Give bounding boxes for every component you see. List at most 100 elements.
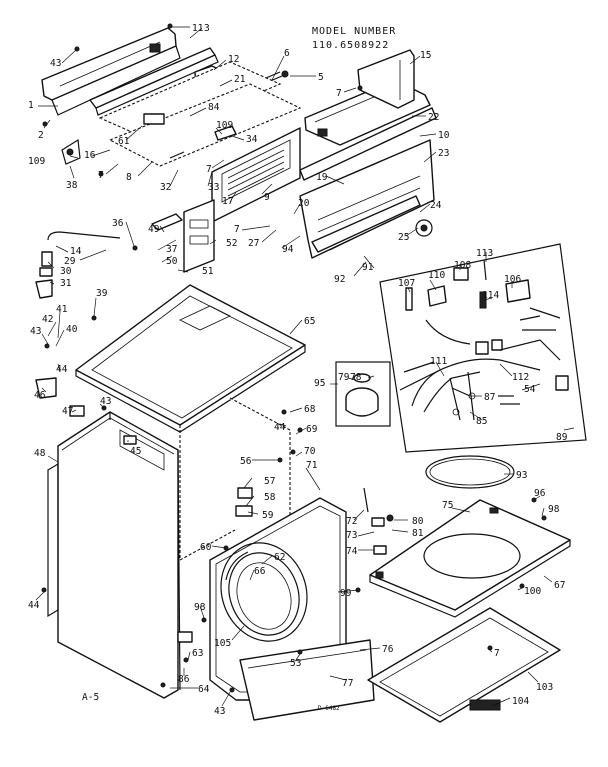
callout-label: 38 xyxy=(66,180,78,191)
callout-label: 85 xyxy=(476,416,487,427)
callout-label: 24 xyxy=(430,200,442,211)
page-code: A-5 xyxy=(82,692,99,703)
callout-label: 69 xyxy=(306,424,318,435)
water-level-switch xyxy=(214,125,237,141)
callout-label: 77 xyxy=(342,678,353,689)
cabinet-top xyxy=(75,284,306,433)
cabinet-left-panel xyxy=(47,462,59,618)
callout-label: 70 xyxy=(304,446,316,457)
callout-label: 57 xyxy=(264,476,275,487)
callout-label: 49 xyxy=(148,224,160,235)
callout-label: 63 xyxy=(192,648,203,659)
callout-label: 105 xyxy=(214,638,231,649)
callout-label: 86 xyxy=(178,674,190,685)
door-hinge-parts xyxy=(35,377,394,643)
callout-label: 48 xyxy=(34,448,46,459)
callout-label: 94 xyxy=(282,244,294,255)
callout-label: 11 xyxy=(192,23,204,34)
callout-label: 14 xyxy=(70,246,82,257)
callout-label: 100 xyxy=(524,586,541,597)
callout-label: 75 xyxy=(442,500,453,511)
model-number-title: MODEL NUMBER xyxy=(312,26,396,37)
console-rear-panel xyxy=(89,47,219,116)
callout-label: 84 xyxy=(208,102,220,113)
callout-label: 58 xyxy=(264,492,276,503)
callout-label: 7 xyxy=(206,164,212,175)
callout-label: 61 xyxy=(118,136,130,147)
callout-label: 52 xyxy=(226,238,237,249)
callout-label: 3 xyxy=(204,23,210,34)
callout-label: 30 xyxy=(60,266,72,277)
callout-label: 45 xyxy=(130,446,141,457)
callout-label: 41 xyxy=(56,304,68,315)
callout-label: 81 xyxy=(412,528,424,539)
callout-label: 98 xyxy=(548,504,560,515)
callout-label: 67 xyxy=(554,580,565,591)
callout-label: 21 xyxy=(234,74,246,85)
callout-label: 96 xyxy=(534,488,546,499)
callout-label: 79 xyxy=(338,372,350,383)
callout-label: 73 xyxy=(346,530,357,541)
callout-label: 43 xyxy=(30,326,41,337)
callout-label: 23 xyxy=(438,148,449,159)
callout-label: 7 xyxy=(98,170,104,181)
callout-label: 39 xyxy=(96,288,108,299)
callout-label: 7 xyxy=(234,224,240,235)
callout-label: 17 xyxy=(222,196,233,207)
callout-label: 22 xyxy=(428,112,439,123)
callout-label: 32 xyxy=(160,182,171,193)
callout-label: 87 xyxy=(484,392,495,403)
callout-label: 43 xyxy=(100,396,111,407)
callout-label: 5 xyxy=(318,72,324,83)
model-number-value: 110.6508922 xyxy=(312,40,389,51)
callout-label: 95 xyxy=(314,378,325,389)
callout-label: 99 xyxy=(340,588,352,599)
callout-label: 114 xyxy=(482,290,499,301)
cabinet-rear-frame xyxy=(179,397,291,561)
drip-tray xyxy=(367,607,561,723)
callout-label: 43 xyxy=(214,706,225,717)
pump-detail-box xyxy=(335,361,391,427)
callout-label: 59 xyxy=(262,510,274,521)
callout-label: 89 xyxy=(556,432,568,443)
callout-label: 33 xyxy=(208,182,219,193)
callout-label: 60 xyxy=(200,542,212,553)
callout-label: 27 xyxy=(248,238,259,249)
callout-label: 93 xyxy=(516,470,527,481)
callout-label: 74 xyxy=(346,546,358,557)
callout-label: 34 xyxy=(246,134,258,145)
callout-label: 54 xyxy=(524,384,536,395)
control-panel-trim-strip xyxy=(299,107,437,181)
callout-label: 66 xyxy=(254,566,266,577)
callout-label: 62 xyxy=(274,552,285,563)
callout-label: 12 xyxy=(228,54,239,65)
callout-label: 78 xyxy=(350,372,362,383)
callout-label: 103 xyxy=(536,682,553,693)
callout-label: 40 xyxy=(66,324,78,335)
callout-label: 107 xyxy=(398,278,415,289)
cabinet-body xyxy=(57,411,181,699)
door-seal xyxy=(225,551,249,581)
toe-panel xyxy=(239,639,375,721)
drawing-code: D-6482 xyxy=(318,705,340,712)
callout-label: 7 xyxy=(494,648,500,659)
callout-label: 64 xyxy=(198,684,210,695)
callout-label: 25 xyxy=(398,232,409,243)
callout-label: 113 xyxy=(476,248,493,259)
knob-insert xyxy=(151,213,183,231)
callout-label: 29 xyxy=(64,256,76,267)
callout-label: 110 xyxy=(428,270,445,281)
callout-label: 10 xyxy=(438,130,450,141)
callout-label: 76 xyxy=(382,644,394,655)
wiring-harness-detail-box xyxy=(379,243,587,453)
callout-label: 47 xyxy=(62,406,73,417)
callout-label: 71 xyxy=(306,460,318,471)
callout-label: 44 xyxy=(56,364,68,375)
callout-label: 104 xyxy=(512,696,529,707)
callout-label: 56 xyxy=(240,456,252,467)
callout-label: 8 xyxy=(126,172,132,183)
callout-label: 111 xyxy=(430,356,447,367)
console-end-cap-left xyxy=(41,27,181,116)
callout-label: 51 xyxy=(202,266,214,277)
callout-label: 72 xyxy=(346,516,357,527)
